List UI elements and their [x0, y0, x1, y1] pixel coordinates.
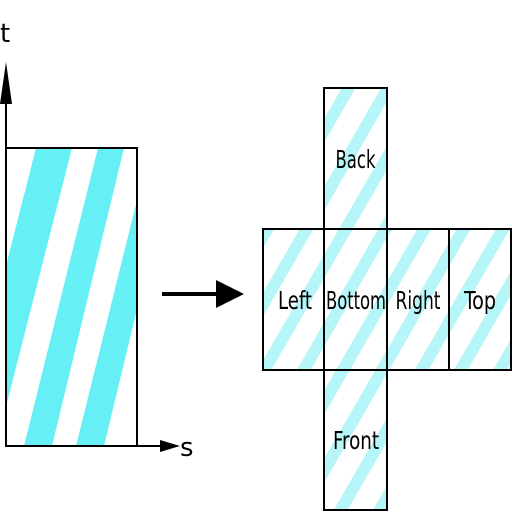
s-axis-arrow-icon [160, 440, 180, 452]
face-left [262, 228, 325, 371]
face-label-left: Left [278, 286, 312, 315]
face-bottom [323, 228, 388, 371]
mapping-arrow [162, 280, 244, 308]
face-label-back: Back [336, 145, 376, 174]
t-axis-arrow-icon [0, 62, 12, 104]
right-arrow-icon [216, 280, 244, 308]
texture-map [5, 147, 138, 447]
face-top [448, 228, 512, 371]
t-axis-label: t [0, 19, 10, 49]
face-label-right: Right [396, 286, 441, 315]
s-axis-label: s [180, 433, 194, 463]
face-label-bottom: Bottom [326, 286, 386, 315]
face-right [386, 228, 450, 371]
texture-stripes [6, 148, 137, 446]
cube-net: Back Left Bottom Right Top Front [262, 87, 512, 511]
face-label-top: Top [463, 286, 496, 315]
axes: t s [0, 19, 194, 463]
face-front [323, 369, 388, 511]
face-back [323, 87, 388, 230]
face-label-front: Front [333, 426, 379, 455]
